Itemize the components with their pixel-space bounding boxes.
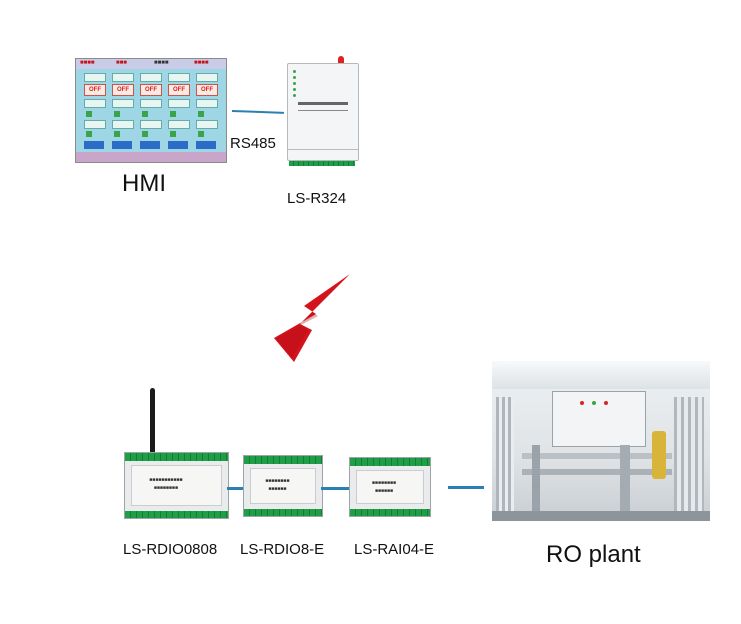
wireless-lightning-icon bbox=[274, 274, 350, 362]
link-line-2 bbox=[321, 487, 349, 490]
ro-plant-image bbox=[492, 361, 710, 521]
antenna-icon bbox=[150, 388, 155, 454]
hmi-label: HMI bbox=[122, 170, 166, 197]
rs485-label: RS485 bbox=[230, 135, 276, 152]
rdio0808-label: LS-RDIO0808 bbox=[123, 541, 218, 558]
hmi-footer-buttons bbox=[76, 152, 226, 162]
radio-label: LS-R324 bbox=[287, 190, 347, 207]
rs485-link-line bbox=[231, 110, 285, 114]
rai04e-label: LS-RAI04-E bbox=[354, 541, 435, 558]
radio-terminal-image bbox=[287, 56, 359, 166]
module-rdio0808-image: ■■■■■■■■■■■ ■■■■■■■■ bbox=[124, 452, 229, 519]
module-rdio8e-image: ■■■■■■■■ ■■■■■■ bbox=[243, 455, 323, 517]
hmi-title-bar: ■■■■■■■■■■■■■■■ bbox=[76, 59, 226, 69]
ro-plant-label: RO plant bbox=[546, 541, 641, 568]
link-line-3 bbox=[448, 486, 484, 489]
rdio8e-label: LS-RDIO8-E bbox=[240, 541, 325, 558]
antenna-icon bbox=[338, 56, 344, 64]
link-line-1 bbox=[227, 487, 243, 490]
module-rai04e-image: ■■■■■■■■ ■■■■■■ bbox=[349, 457, 431, 517]
